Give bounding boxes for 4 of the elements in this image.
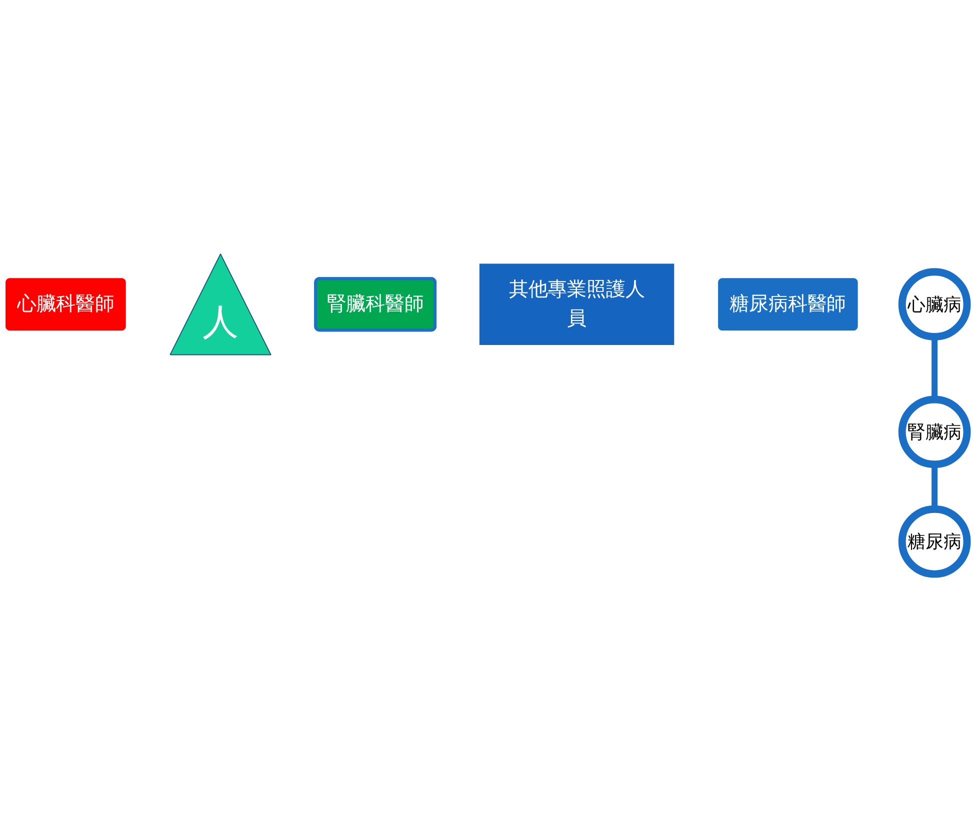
node-circle: 腎臟病: [898, 396, 971, 469]
node-circle: 糖尿病: [898, 506, 971, 578]
node-circle: 心臟病: [898, 268, 971, 341]
node-box: 其他專業照護人員: [479, 264, 674, 346]
